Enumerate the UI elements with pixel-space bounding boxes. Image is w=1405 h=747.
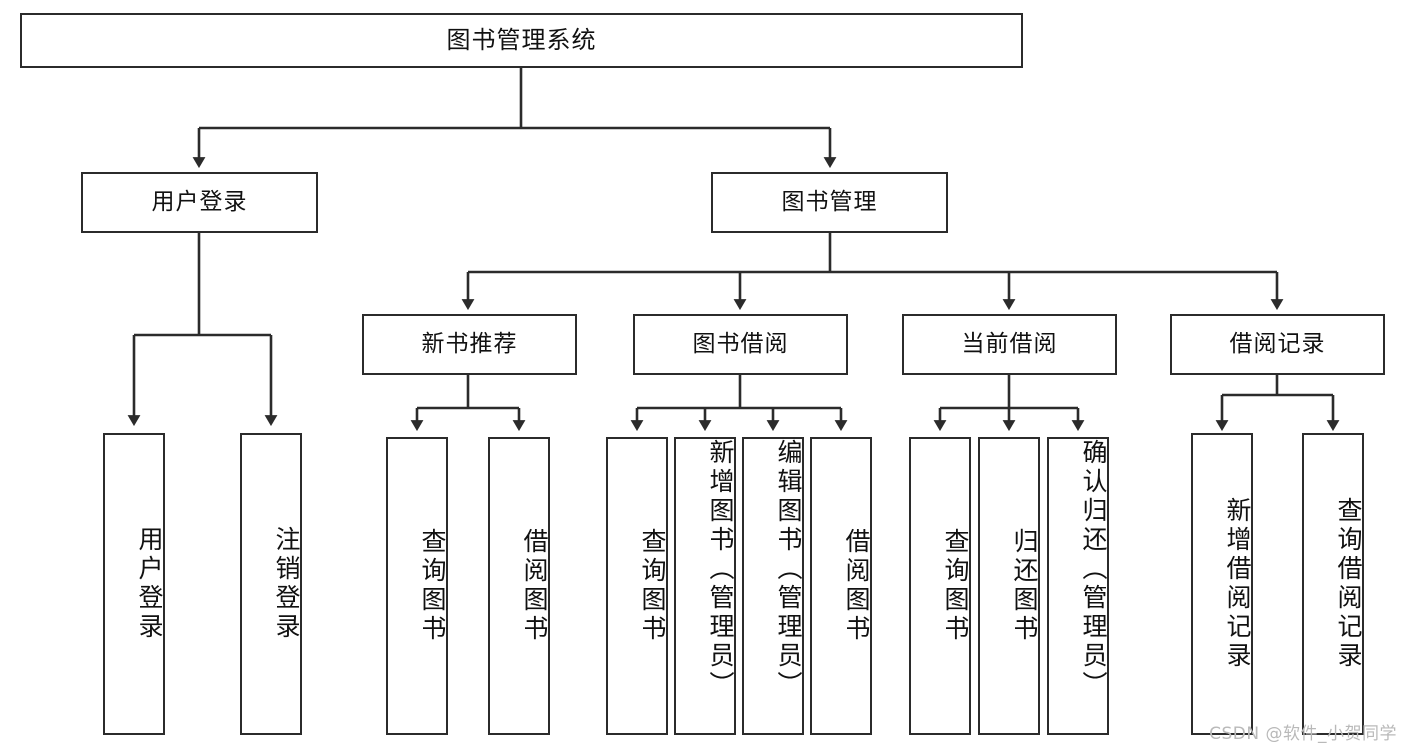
node-user-login-label: 用户登录 — [151, 188, 248, 215]
node-leaf-confirm-return-label: 确认归还（管理员） — [1079, 439, 1108, 700]
node-book-manage[interactable]: 图书管理 — [711, 172, 948, 233]
watermark: CSDN @软件_小贺同学 — [1209, 724, 1397, 744]
node-leaf-query-book-2-label: 查询图书 — [638, 528, 667, 644]
node-book-borrow[interactable]: 图书借阅 — [633, 314, 848, 375]
node-current-borrow-label: 当前借阅 — [961, 330, 1058, 357]
node-leaf-borrow-book-1[interactable]: 借阅图书 — [488, 437, 550, 735]
node-user-login[interactable]: 用户登录 — [81, 172, 318, 233]
node-leaf-add-book-label: 新增图书（管理员） — [706, 439, 735, 700]
node-leaf-borrow-book-2[interactable]: 借阅图书 — [810, 437, 872, 735]
node-book-borrow-label: 图书借阅 — [692, 330, 789, 357]
node-leaf-query-record-label: 查询借阅记录 — [1334, 497, 1363, 671]
node-leaf-logout[interactable]: 注销登录 — [240, 433, 302, 735]
node-leaf-add-record-label: 新增借阅记录 — [1223, 497, 1252, 671]
node-current-borrow[interactable]: 当前借阅 — [902, 314, 1117, 375]
node-leaf-borrow-book-1-label: 借阅图书 — [520, 528, 549, 644]
node-leaf-add-record[interactable]: 新增借阅记录 — [1191, 433, 1253, 735]
node-borrow-record[interactable]: 借阅记录 — [1170, 314, 1385, 375]
node-leaf-query-record[interactable]: 查询借阅记录 — [1302, 433, 1364, 735]
node-borrow-record-label: 借阅记录 — [1229, 330, 1326, 357]
node-leaf-query-book-3[interactable]: 查询图书 — [909, 437, 971, 735]
node-leaf-return-book-label: 归还图书 — [1010, 528, 1039, 644]
node-new-book-recommend[interactable]: 新书推荐 — [362, 314, 577, 375]
node-root[interactable]: 图书管理系统 — [20, 13, 1023, 68]
node-leaf-return-book[interactable]: 归还图书 — [978, 437, 1040, 735]
node-leaf-add-book[interactable]: 新增图书（管理员） — [674, 437, 736, 735]
node-leaf-logout-label: 注销登录 — [272, 526, 301, 642]
node-leaf-user-login-label: 用户登录 — [135, 526, 164, 642]
node-leaf-query-book-1[interactable]: 查询图书 — [386, 437, 448, 735]
node-root-label: 图书管理系统 — [446, 26, 597, 55]
node-leaf-confirm-return[interactable]: 确认归还（管理员） — [1047, 437, 1109, 735]
node-leaf-borrow-book-2-label: 借阅图书 — [842, 528, 871, 644]
node-leaf-query-book-2[interactable]: 查询图书 — [606, 437, 668, 735]
node-leaf-edit-book-label: 编辑图书（管理员） — [774, 439, 803, 700]
node-leaf-edit-book[interactable]: 编辑图书（管理员） — [742, 437, 804, 735]
node-new-book-recommend-label: 新书推荐 — [421, 330, 518, 357]
node-book-manage-label: 图书管理 — [781, 188, 878, 215]
node-leaf-user-login[interactable]: 用户登录 — [103, 433, 165, 735]
node-leaf-query-book-3-label: 查询图书 — [941, 528, 970, 644]
node-leaf-query-book-1-label: 查询图书 — [418, 528, 447, 644]
